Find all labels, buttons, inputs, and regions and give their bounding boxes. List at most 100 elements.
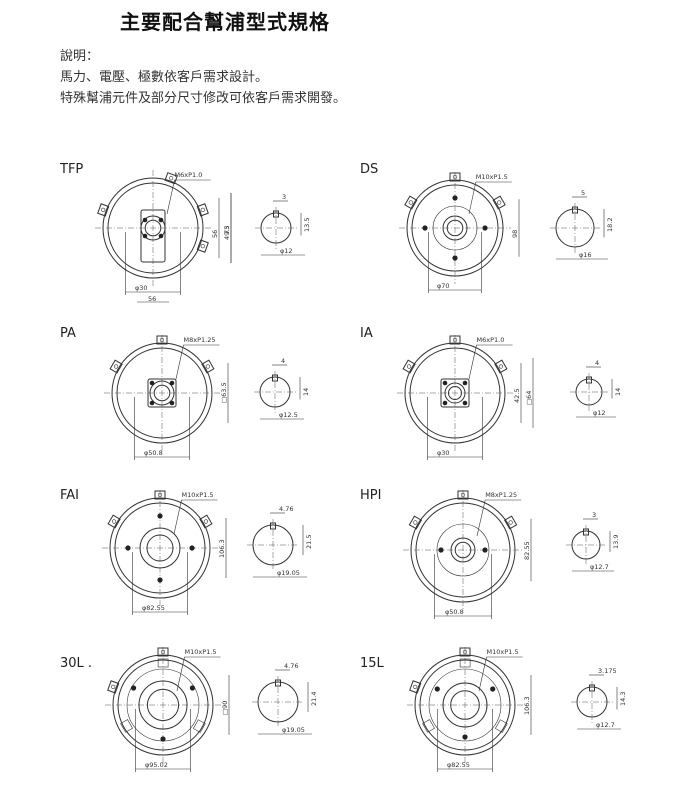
shaft-diameter: φ12.7 xyxy=(596,721,615,729)
bolt-hole xyxy=(149,380,155,386)
shaft-diameter: φ12.5 xyxy=(279,411,298,419)
bolt-hole xyxy=(442,380,448,386)
flange-dimension: 56 xyxy=(148,295,156,303)
mounting-lug xyxy=(409,680,422,694)
bolt-hole xyxy=(482,547,488,553)
mounting-lug xyxy=(494,359,508,374)
flange-dimension: □63.5 xyxy=(220,382,228,403)
thread-callout: M8xP1.25 xyxy=(485,491,517,499)
keyway-depth: 21.4 xyxy=(310,692,318,706)
model-label-ds: DS xyxy=(360,162,379,177)
bolt-hole xyxy=(130,685,137,691)
mounting-lug xyxy=(449,335,461,345)
model-label-tfp: TFP xyxy=(60,162,84,177)
bolt-hole xyxy=(462,380,468,386)
mounting-lug xyxy=(196,239,209,253)
flange-dimension: φ82.55 xyxy=(142,604,165,612)
flange-dimension: □64 xyxy=(525,391,533,405)
mounting-lug xyxy=(404,195,418,210)
flange-dimension: φ70 xyxy=(437,282,450,290)
shaft-diameter: φ19.05 xyxy=(282,726,305,734)
mounting-lug xyxy=(408,515,423,530)
thread-callout: M6xP1.0 xyxy=(477,336,505,344)
flange-dimension: □90 xyxy=(221,701,229,715)
mounting-lug xyxy=(107,680,120,694)
bolt-hole xyxy=(158,217,164,223)
bolt-hole xyxy=(158,233,164,239)
bolt-hole xyxy=(462,734,468,740)
bolt-hole xyxy=(434,686,440,692)
keyway-width: 3.175 xyxy=(598,667,617,675)
model-label-fai: FAI xyxy=(60,488,80,503)
keyway-depth: 14 xyxy=(302,388,310,396)
shaft-diameter: φ19.05 xyxy=(277,569,300,577)
shaft-detail-fai: 4.76 21.5 φ19.05 xyxy=(247,505,313,578)
bolt-hole xyxy=(189,545,195,551)
flange-dimension: 49.5 xyxy=(223,226,231,240)
bolt-hole xyxy=(452,195,458,201)
model-label-pa: PA xyxy=(60,326,76,341)
mounting-lug xyxy=(457,490,469,500)
flange-dimension: 106.3 xyxy=(523,696,531,715)
mounting-lug xyxy=(157,647,169,657)
bolt-hole xyxy=(442,400,448,406)
model-label-hpi: HPI xyxy=(360,488,382,503)
keyway-width: 5 xyxy=(581,189,585,197)
thread-callout: M10xP1.5 xyxy=(476,173,508,181)
bolt-hole xyxy=(142,233,148,239)
shaft-diameter: φ12.7 xyxy=(590,563,609,571)
flange-dimension: φ95.02 xyxy=(145,761,168,769)
mounting-lug xyxy=(503,515,518,530)
bolt-hole xyxy=(149,400,155,406)
thread-callout: M10xP1.5 xyxy=(182,491,214,499)
mounting-lug xyxy=(107,514,121,529)
thread-callout: M6xP1.0 xyxy=(175,171,203,179)
flange-drawing-fai: M10xP1.5 φ82.55 106.3 4.76 21.5 φ19.05 xyxy=(102,490,313,615)
flange-dimension: φ30 xyxy=(437,449,450,457)
mounting-lug xyxy=(402,359,416,374)
flange-drawing-ds: M10xP1.5 φ70 98 5 18.2 φ16 xyxy=(399,172,614,293)
mounting-lug xyxy=(196,203,209,217)
keyway-depth: 13.5 xyxy=(303,218,311,232)
thread-callout: M8xP1.25 xyxy=(184,336,216,344)
keyway-width: 4.76 xyxy=(279,505,293,513)
bolt-hole xyxy=(189,685,196,691)
flange-dimension: 106.3 xyxy=(218,539,226,558)
mounting-lug xyxy=(459,647,471,657)
bolt-hole xyxy=(452,255,458,261)
flange-dimension: 42.5 xyxy=(513,389,521,403)
bolt-hole xyxy=(422,225,428,231)
bolt-hole xyxy=(157,577,163,583)
mounting-lug xyxy=(156,335,168,345)
shaft-diameter: φ16 xyxy=(579,251,592,259)
mounting-lug xyxy=(449,172,461,182)
bolt-hole xyxy=(160,736,166,742)
mounting-lug xyxy=(199,514,213,529)
notes: 說明： 馬力、電壓、極數依客戶需求設計。 特殊幫浦元件及部分尺寸修改可依客戶需求… xyxy=(60,46,346,109)
mounting-lug xyxy=(201,359,215,374)
keyway-depth: 18.2 xyxy=(606,218,614,232)
flange-dimension: φ50.8 xyxy=(144,449,163,457)
keyway-depth: 21.5 xyxy=(305,535,313,549)
bolt-hole xyxy=(125,545,131,551)
keyway-width: 3 xyxy=(592,511,596,519)
flange-dimension: φ50.8 xyxy=(445,608,464,616)
model-label-30l: 30L . xyxy=(60,656,93,671)
bolt-hole xyxy=(169,400,175,406)
bolt-hole xyxy=(490,686,496,692)
mounting-lug xyxy=(154,490,166,500)
shaft-detail-ds: 5 18.2 φ16 xyxy=(550,189,614,260)
flange-dimension: 98 xyxy=(511,230,519,238)
bolt-hole xyxy=(438,547,444,553)
